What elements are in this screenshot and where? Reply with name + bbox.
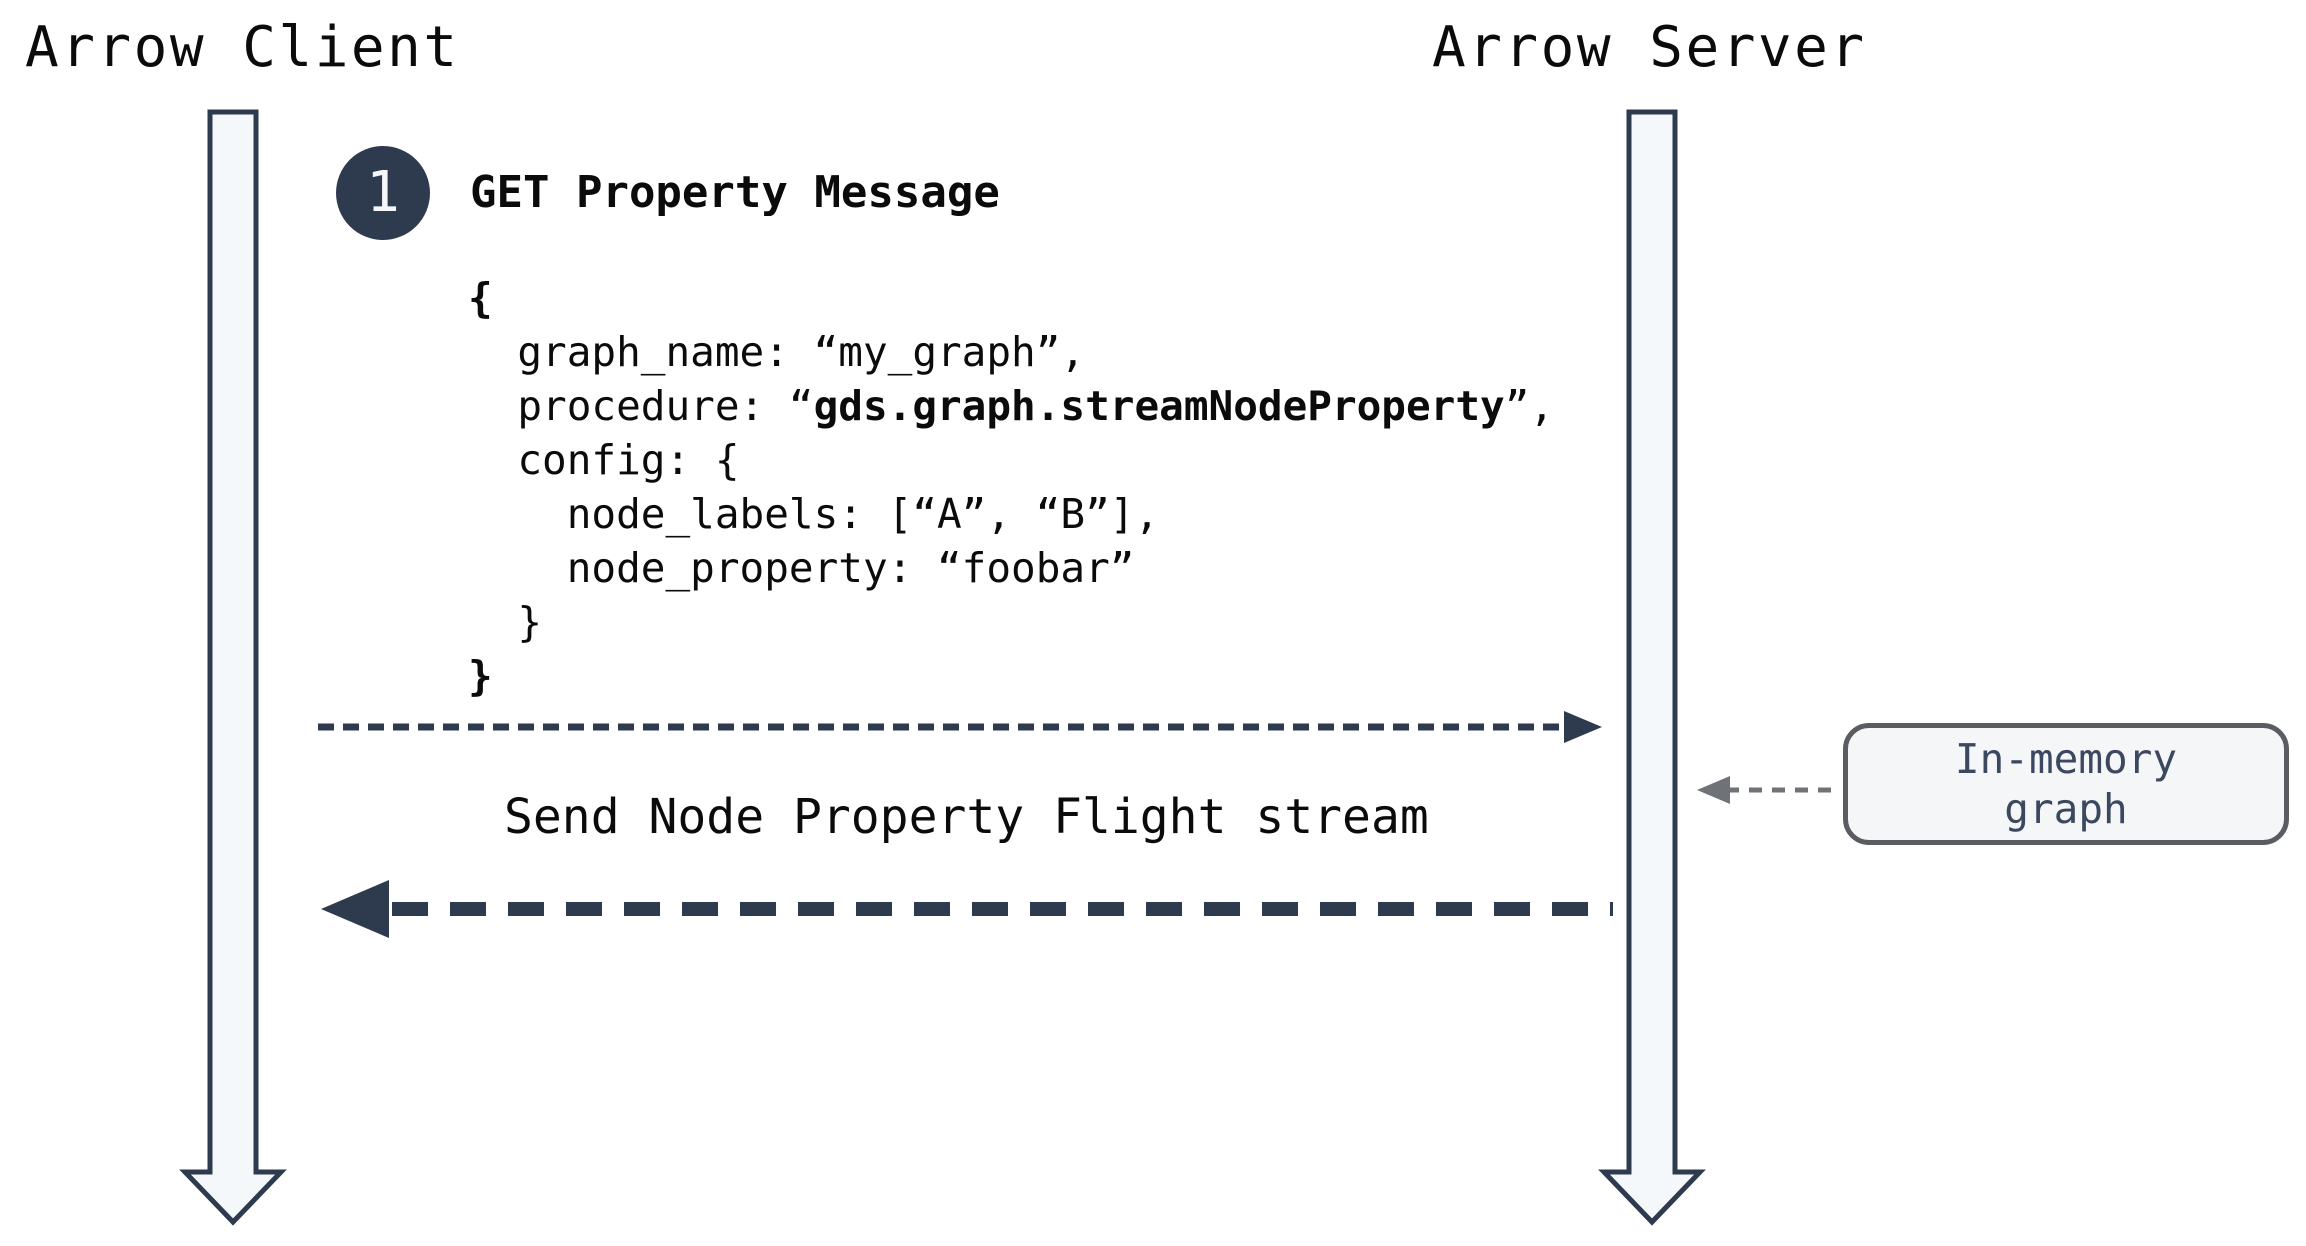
annotation-box: In-memory graph <box>1843 723 2289 845</box>
code-line: config: { <box>468 436 740 484</box>
code-line: { <box>468 274 493 322</box>
code-line: } <box>468 598 543 646</box>
client-lifeline-arrow <box>179 109 287 1226</box>
annotation-line-2: graph <box>2004 785 2128 833</box>
annotation-arrow <box>1697 776 1840 804</box>
server-lifeline-arrow <box>1598 109 1706 1226</box>
code-line: node_property: “foobar” <box>468 544 1135 592</box>
annotation-arrowhead-icon <box>1697 776 1730 804</box>
server-lifeline-title: Arrow Server <box>1432 15 1867 80</box>
code-line: node_labels: [“A”, “B”], <box>468 490 1160 538</box>
request-payload-code: { graph_name: “my_graph”, procedure: “gd… <box>468 271 1554 703</box>
annotation-line-1: In-memory <box>1954 735 2178 783</box>
code-line: procedure: “gds.graph.streamNodeProperty… <box>468 382 1555 430</box>
response-arrowhead-icon <box>321 880 389 938</box>
code-line: graph_name: “my_graph”, <box>468 328 1086 376</box>
client-lifeline-title: Arrow Client <box>25 15 460 80</box>
response-label: Send Node Property Flight stream <box>504 789 1429 845</box>
step-badge: 1 <box>336 146 430 240</box>
request-arrowhead-icon <box>1564 711 1602 743</box>
request-arrow <box>318 711 1602 743</box>
step-title: GET Property Message <box>470 167 1000 218</box>
response-arrow <box>321 880 1613 938</box>
code-line: } <box>468 652 493 700</box>
step-number: 1 <box>366 160 400 225</box>
